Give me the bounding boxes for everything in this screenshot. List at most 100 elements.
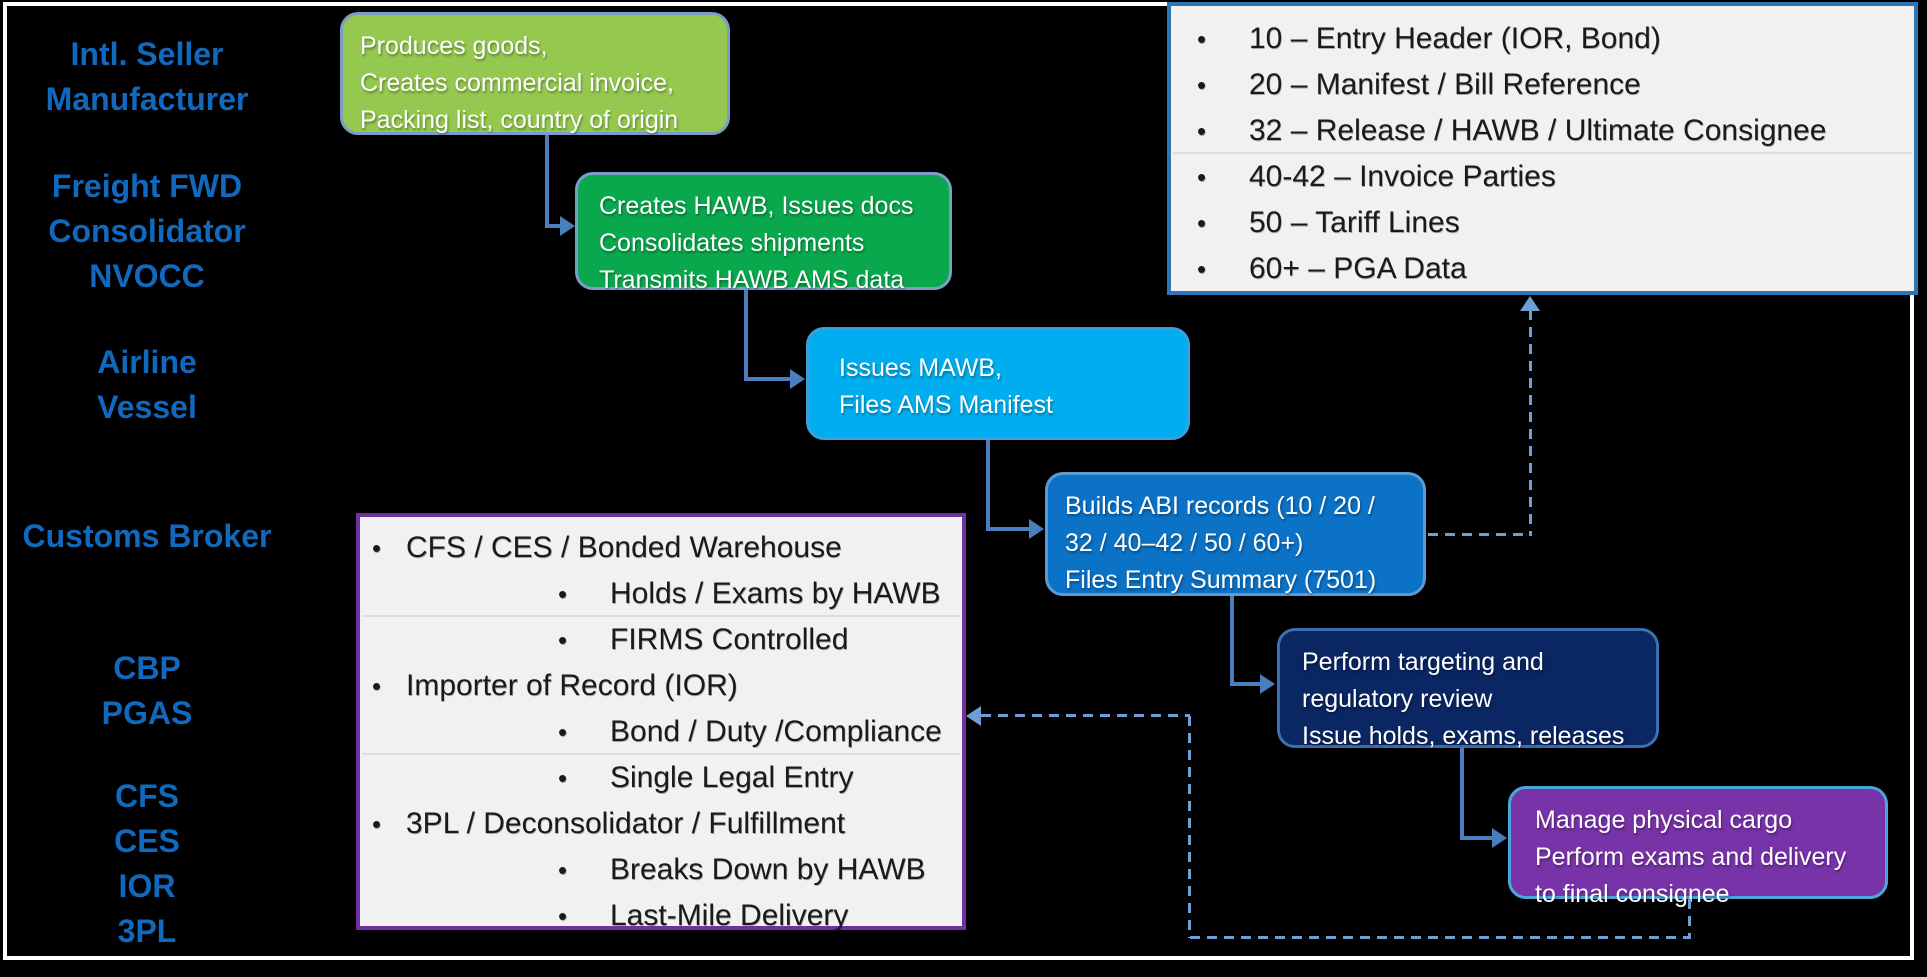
panel-divider [1173, 152, 1912, 154]
actor-cbp-pgas: CBP PGAS [2, 646, 292, 736]
ops-item-text: Last-Mile Delivery [610, 899, 849, 932]
actor-line: Consolidator [48, 213, 246, 249]
box-line: Files AMS Manifest [839, 391, 1053, 419]
bullet-icon: • [558, 762, 568, 793]
actor-line: PGAS [101, 695, 193, 731]
actor-freight-fwd-consolidator-nvocc: Freight FWD Consolidator NVOCC [2, 164, 292, 299]
abi-record-types-panel: • 10 – Entry Header (IOR, Bond) • 20 – M… [1167, 2, 1918, 295]
record-item: • 10 – Entry Header (IOR, Bond) [1171, 16, 1914, 62]
box-line: Creates HAWB, Issues docs [599, 192, 914, 220]
ops-item-text: Breaks Down by HAWB [610, 853, 926, 886]
box-line: to final consignee [1535, 880, 1730, 908]
actor-intl-seller-manufacturer: Intl. Seller Manufacturer [2, 32, 292, 122]
record-item-text: 50 – Tariff Lines [1249, 206, 1460, 239]
bullet-icon: • [558, 578, 568, 609]
actor-line: 3PL [117, 913, 177, 949]
arrowhead-right-icon [1029, 519, 1044, 539]
panel-divider [362, 753, 960, 755]
ops-item-text: Bond / Duty /Compliance [610, 715, 942, 748]
box-line: Builds ABI records (10 / 20 / [1065, 492, 1375, 520]
record-item: • 60+ – PGA Data [1171, 246, 1914, 292]
record-item-text: 32 – Release / HAWB / Ultimate Consignee [1249, 114, 1827, 147]
actor-line: Customs Broker [22, 518, 272, 554]
bullet-icon: • [372, 532, 382, 563]
ops-item-text: 3PL / Deconsolidator / Fulfillment [406, 807, 846, 840]
box-line: Manage physical cargo [1535, 806, 1793, 834]
ops-item-text: CFS / CES / Bonded Warehouse [406, 531, 842, 564]
record-item-text: 20 – Manifest / Bill Reference [1249, 68, 1641, 101]
bullet-icon: • [1197, 23, 1207, 54]
actor-airline-vessel: Airline Vessel [2, 340, 292, 430]
arrowhead-right-icon [1492, 828, 1507, 848]
process-box-creates-hawb: Creates HAWB, Issues docs Consolidates s… [575, 172, 952, 294]
bullet-icon: • [1197, 69, 1207, 100]
box-line: Perform targeting and [1302, 648, 1544, 676]
ops-item: • Holds / Exams by HAWB [360, 571, 962, 617]
bullet-icon: • [558, 900, 568, 931]
broker-operations-panel: • CFS / CES / Bonded Warehouse • Holds /… [356, 513, 966, 932]
ops-item: • FIRMS Controlled [360, 617, 962, 663]
actor-line: Airline [97, 344, 197, 380]
actor-line: CBP [113, 650, 181, 686]
box-line: 32 / 40–42 / 50 / 60+) [1065, 529, 1304, 557]
record-item-text: 10 – Entry Header (IOR, Bond) [1249, 22, 1661, 55]
ops-item: • Bond / Duty /Compliance [360, 709, 962, 755]
arrowhead-right-icon [1260, 674, 1275, 694]
arrowhead-up-icon [1520, 296, 1540, 311]
record-item: • 32 – Release / HAWB / Ultimate Consign… [1171, 108, 1914, 154]
process-box-produces-goods: Produces goods, Creates commercial invoi… [340, 12, 730, 135]
ops-item: • Importer of Record (IOR) [360, 663, 962, 709]
ops-item: • Last-Mile Delivery [360, 893, 962, 939]
record-item: • 50 – Tariff Lines [1171, 200, 1914, 246]
record-item-text: 40-42 – Invoice Parties [1249, 160, 1556, 193]
panel-divider [362, 615, 960, 617]
actor-line: NVOCC [89, 258, 205, 294]
bullet-icon: • [558, 716, 568, 747]
actor-customs-broker: Customs Broker [2, 514, 292, 559]
process-box-builds-abi-records: Builds ABI records (10 / 20 / 32 / 40–42… [1045, 472, 1426, 596]
bullet-icon: • [1197, 115, 1207, 146]
bullet-icon: • [558, 854, 568, 885]
actor-line: Freight FWD [51, 168, 243, 204]
ops-item-text: Importer of Record (IOR) [406, 669, 738, 702]
ops-item: • CFS / CES / Bonded Warehouse [360, 525, 962, 571]
actor-line: IOR [118, 868, 176, 904]
record-item: • 40-42 – Invoice Parties [1171, 154, 1914, 200]
ops-item: • Breaks Down by HAWB [360, 847, 962, 893]
ops-item: • Single Legal Entry [360, 755, 962, 801]
box-line: Issues MAWB, [839, 354, 1002, 382]
bullet-icon: • [558, 624, 568, 655]
arrowhead-right-icon [560, 216, 575, 236]
actor-line: CES [114, 823, 180, 859]
box-line: Issue holds, exams, releases [1302, 722, 1625, 750]
record-item-text: 60+ – PGA Data [1249, 252, 1467, 285]
ops-item-text: Holds / Exams by HAWB [610, 577, 941, 610]
ops-item-text: Single Legal Entry [610, 761, 854, 794]
bullet-icon: • [372, 670, 382, 701]
box-line: Creates commercial invoice, [360, 69, 674, 97]
box-line: Files Entry Summary (7501) [1065, 566, 1377, 594]
actor-cfs-ces-ior-3pl: CFS CES IOR 3PL [2, 774, 292, 954]
box-line: Transmits HAWB AMS data [599, 266, 905, 294]
bullet-icon: • [1197, 207, 1207, 238]
ops-item-text: FIRMS Controlled [610, 623, 849, 656]
bullet-icon: • [1197, 253, 1207, 284]
arrowhead-left-icon [966, 706, 981, 726]
box-line: regulatory review [1302, 685, 1493, 713]
actor-line: Vessel [97, 389, 197, 425]
actor-line: Manufacturer [45, 81, 249, 117]
process-box-manage-physical-cargo: Manage physical cargo Perform exams and … [1508, 786, 1888, 908]
process-box-issues-mawb: Issues MAWB, Files AMS Manifest [806, 327, 1190, 440]
record-item: • 20 – Manifest / Bill Reference [1171, 62, 1914, 108]
box-line: Packing list, country of origin [360, 106, 679, 134]
arrowhead-right-icon [790, 369, 805, 389]
ops-item: • 3PL / Deconsolidator / Fulfillment [360, 801, 962, 847]
bullet-icon: • [372, 808, 382, 839]
box-line: Perform exams and delivery [1535, 843, 1847, 871]
box-line: Produces goods, [360, 32, 548, 60]
box-line: Consolidates shipments [599, 229, 865, 257]
actor-line: Intl. Seller [70, 36, 224, 72]
bullet-icon: • [1197, 161, 1207, 192]
process-box-perform-targeting: Perform targeting and regulatory review … [1277, 628, 1659, 750]
